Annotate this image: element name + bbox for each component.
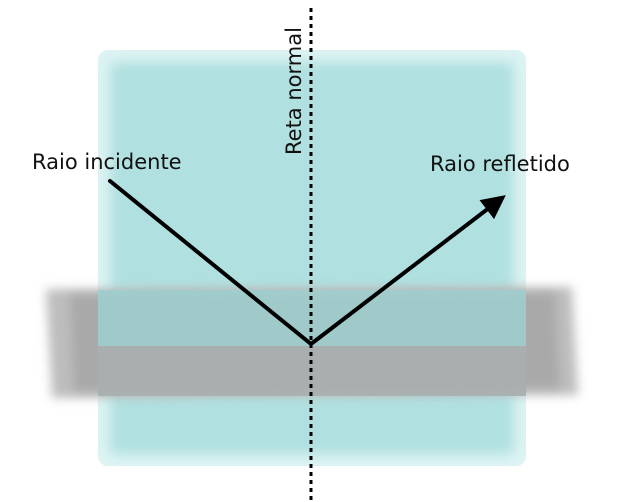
incident-ray-label: Raio incidente xyxy=(32,150,182,174)
normal-line-label: Reta normal xyxy=(282,27,306,155)
reflected-ray-label: Raio refletido xyxy=(430,152,570,176)
incident-ray xyxy=(108,179,313,346)
reflected-ray xyxy=(309,195,506,346)
